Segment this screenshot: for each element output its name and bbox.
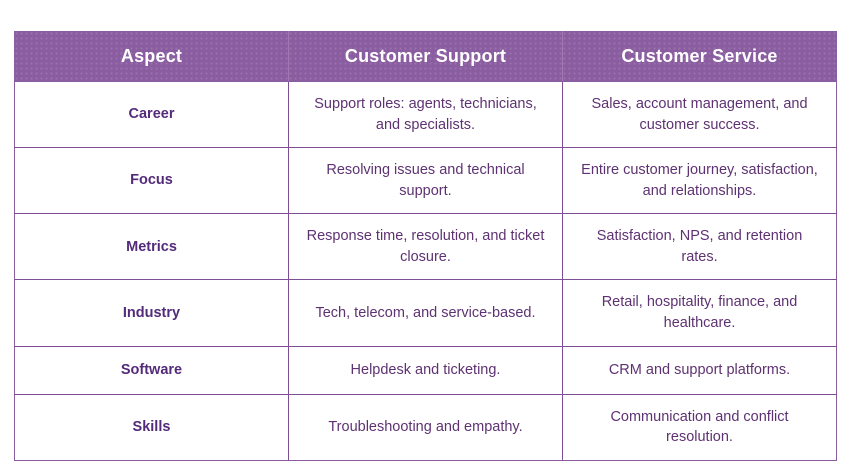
cell-aspect: Industry [14,279,289,347]
comparison-table: Aspect Customer Support Customer Service… [14,31,837,461]
table-row: Career Support roles: agents, technician… [14,80,837,148]
cell-customer-support: Resolving issues and technical support. [288,147,563,214]
cell-aspect: Career [14,80,289,148]
table-row: Industry Tech, telecom, and service-base… [14,279,837,347]
cell-aspect: Software [14,345,289,395]
column-header-aspect: Aspect [14,31,289,82]
table-body: Career Support roles: agents, technician… [14,80,837,461]
cell-customer-service: Sales, account management, and customer … [562,80,837,148]
cell-customer-support: Support roles: agents, technicians, and … [288,80,563,148]
comparison-table-container: Aspect Customer Support Customer Service… [14,31,837,461]
cell-customer-service: CRM and support platforms. [562,345,837,395]
cell-aspect: Skills [14,393,289,461]
cell-customer-support: Troubleshooting and empathy. [288,393,563,461]
table-row: Software Helpdesk and ticketing. CRM and… [14,345,837,395]
table-header: Aspect Customer Support Customer Service [14,31,837,82]
column-header-customer-support: Customer Support [288,31,563,82]
cell-aspect: Metrics [14,213,289,280]
cell-customer-support: Helpdesk and ticketing. [288,345,563,395]
cell-customer-support: Response time, resolution, and ticket cl… [288,213,563,280]
table-row: Focus Resolving issues and technical sup… [14,147,837,214]
cell-customer-service: Retail, hospitality, finance, and health… [562,279,837,347]
column-header-customer-service: Customer Service [562,31,837,82]
cell-aspect: Focus [14,147,289,214]
table-row: Metrics Response time, resolution, and t… [14,213,837,280]
cell-customer-support: Tech, telecom, and service-based. [288,279,563,347]
page-root: Aspect Customer Support Customer Service… [14,31,837,461]
cell-customer-service: Communication and conflict resolution. [562,393,837,461]
table-row: Skills Troubleshooting and empathy. Comm… [14,393,837,461]
cell-customer-service: Satisfaction, NPS, and retention rates. [562,213,837,280]
header-row: Aspect Customer Support Customer Service [14,31,837,82]
cell-customer-service: Entire customer journey, satisfaction, a… [562,147,837,214]
